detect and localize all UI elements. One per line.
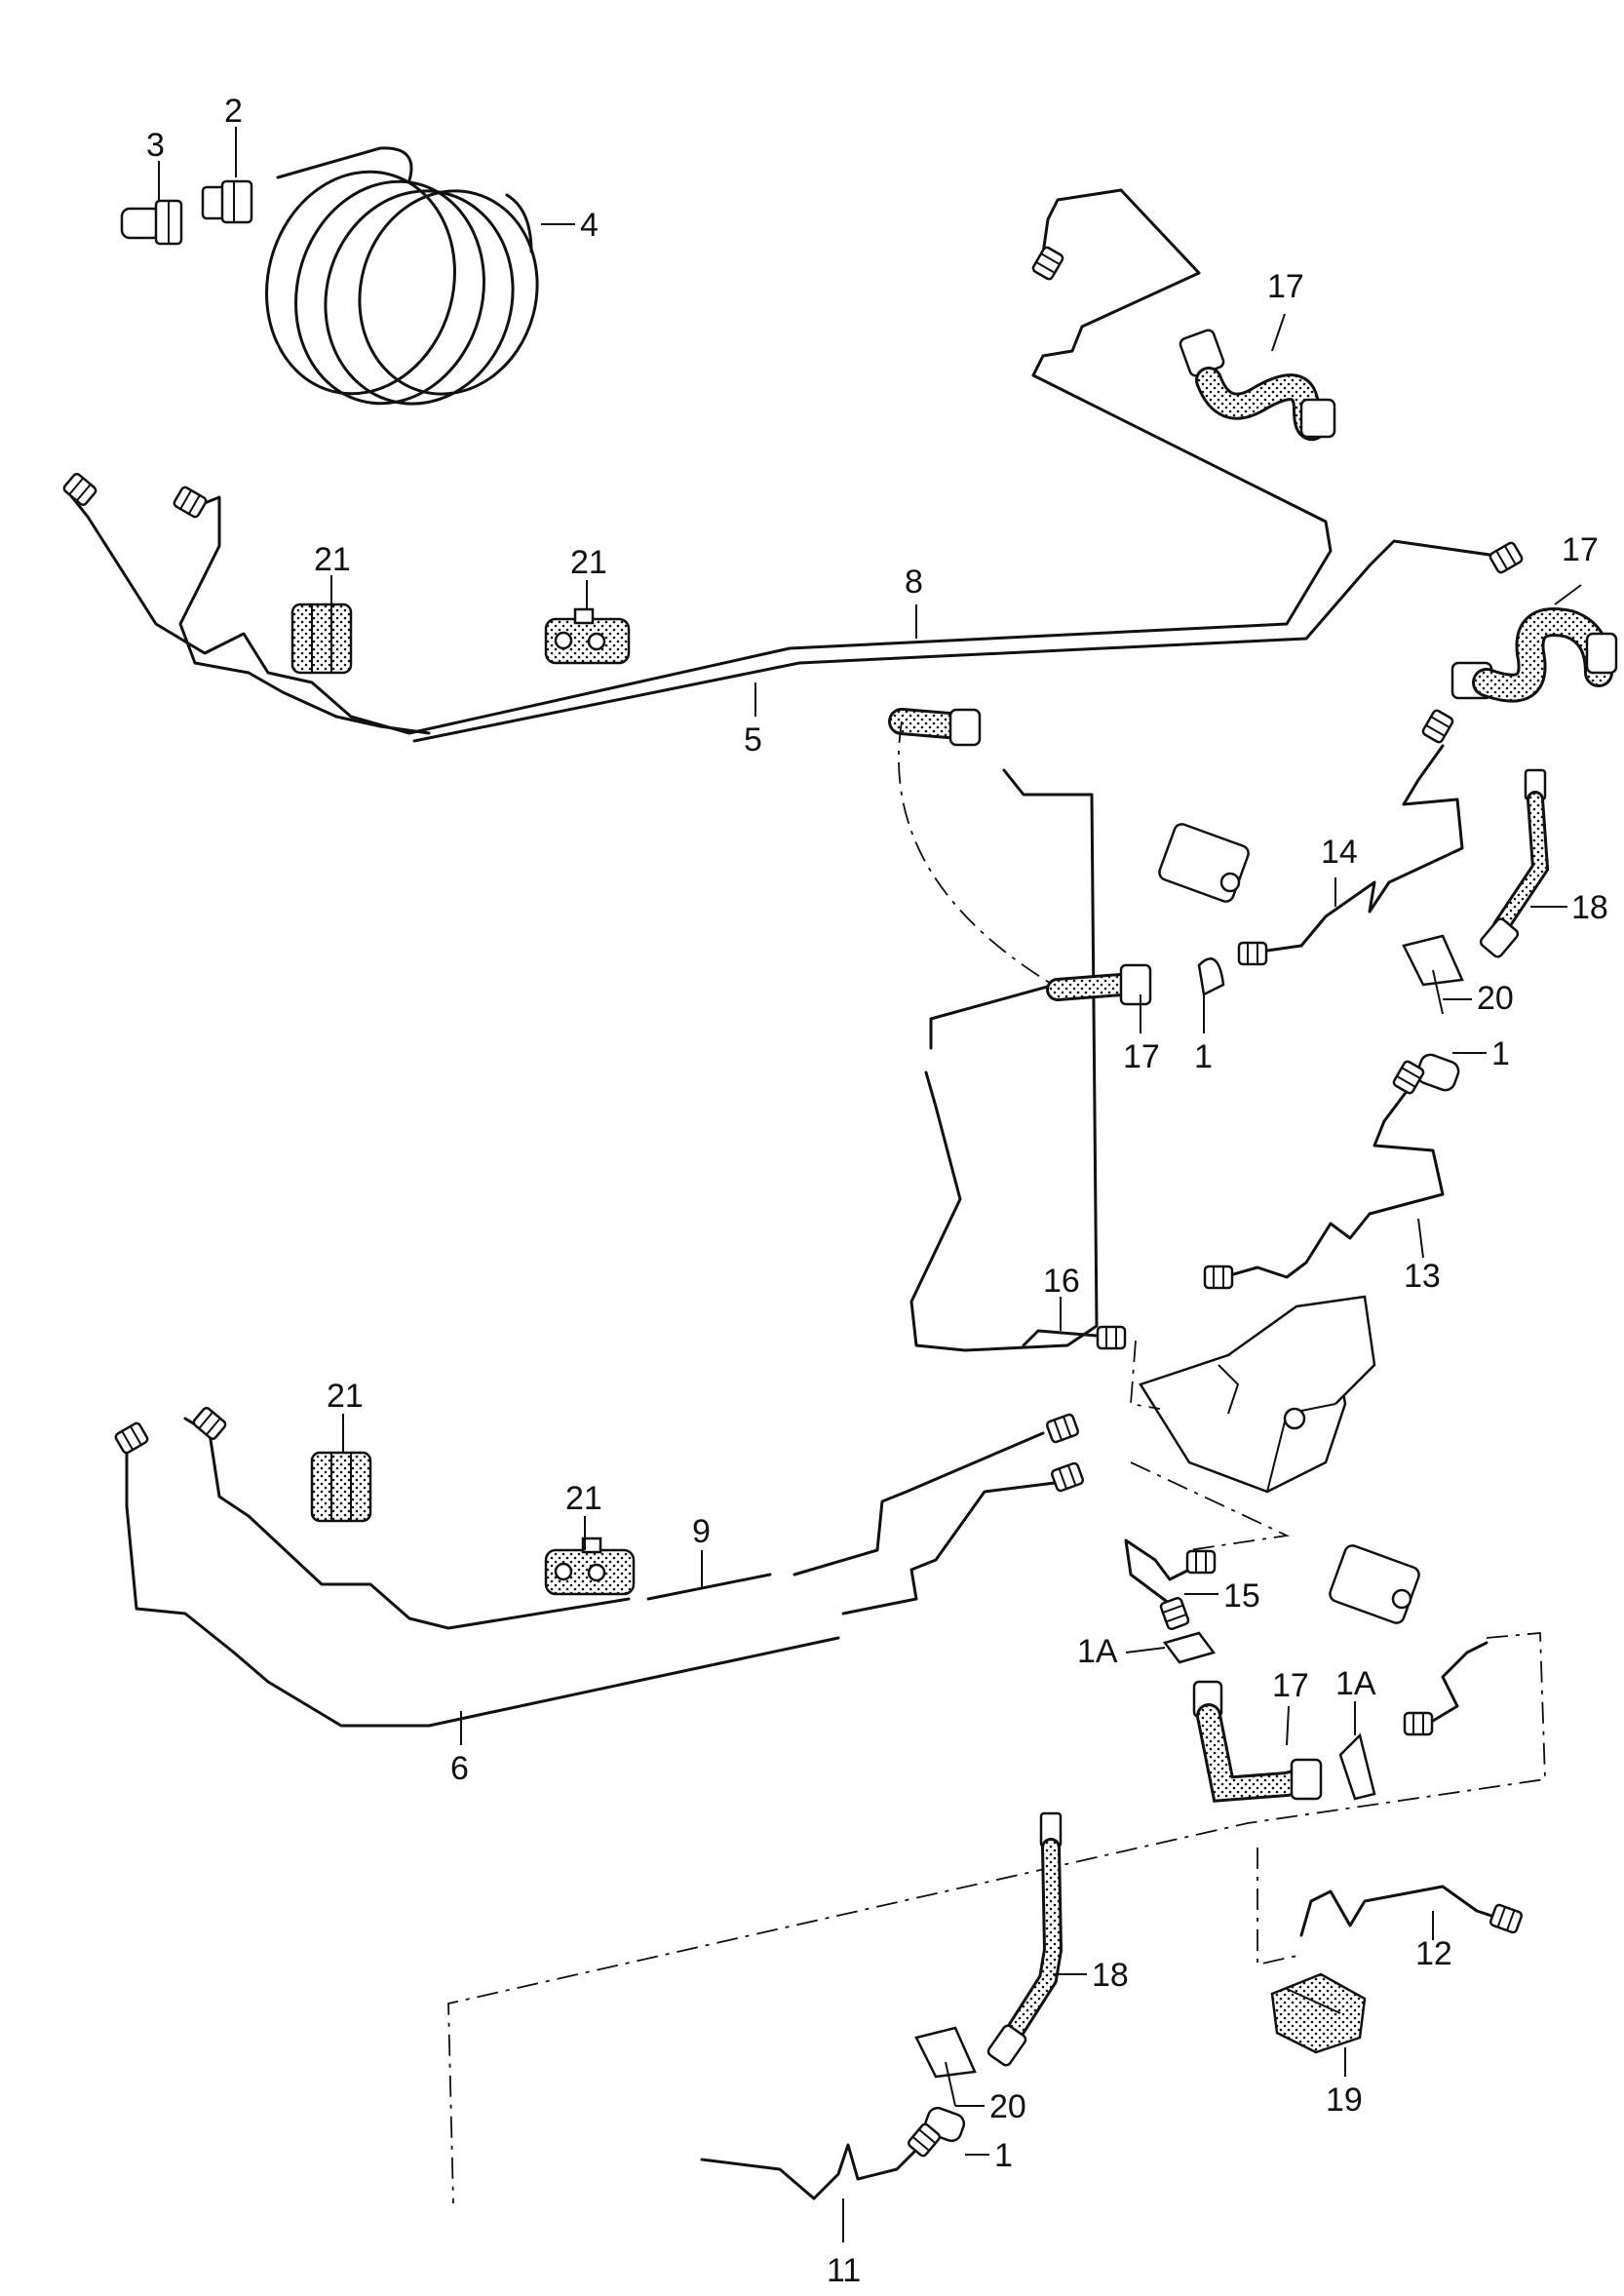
pipe-6-rear-nut (1049, 1460, 1086, 1494)
brake-pipe-8 (66, 188, 1498, 743)
pipe-stub-nut (1403, 1711, 1434, 1736)
pipe-8-rear-nut (1488, 540, 1525, 575)
pipe-clip-19 (1270, 1972, 1367, 2054)
pipe-13-nut (1203, 1265, 1234, 1290)
bracket-clip-20-lower (914, 2026, 977, 2107)
brake-hose-17-middle (888, 708, 1152, 1006)
pipe-9-rear-nut (1044, 1412, 1081, 1445)
pipe-15-nut-b (1158, 1595, 1191, 1632)
retaining-clip-1-a (1197, 957, 1225, 996)
label-part-14: 14 (1321, 834, 1358, 871)
brake-pipe-6 (125, 1446, 1064, 1728)
mounting-plate-upper (1158, 823, 1250, 903)
leader-lines (158, 127, 1582, 2242)
pipe-stub-lower-right (1431, 1641, 1489, 1723)
label-part-17-right: 17 (1562, 531, 1599, 568)
brake-pipe-15 (1124, 1538, 1201, 1606)
union-nut-2 (201, 179, 253, 224)
brake-pipe-16 (1022, 1329, 1099, 1347)
label-part-9: 9 (692, 1513, 711, 1550)
mounting-plate-lower (1329, 1544, 1420, 1624)
pipe-6-front-nut (113, 1420, 150, 1456)
brake-pipe-9 (183, 1417, 1045, 1630)
label-part-11: 11 (827, 2252, 861, 2289)
label-part-19: 19 (1326, 2082, 1363, 2119)
dash-link-12 (1257, 1848, 1302, 1966)
pipe-16-nut (1096, 1325, 1127, 1350)
brake-pipe-13 (1221, 1080, 1445, 1279)
brake-hose-17-right (1450, 607, 1618, 703)
label-part-5: 5 (744, 721, 762, 759)
label-part-13: 13 (1404, 1258, 1441, 1295)
label-part-16: 16 (1043, 1263, 1080, 1300)
label-part-2: 2 (224, 93, 243, 130)
pipe-5-front-nut (172, 485, 209, 520)
label-part-1A-b: 1A (1335, 1665, 1376, 1702)
hose-17-leader-dash (898, 720, 1054, 986)
pipe-14-nut-a (1237, 941, 1268, 966)
label-part-8: 8 (905, 564, 923, 601)
label-part-1-c: 1 (994, 2137, 1013, 2174)
regulator-dash-a (1130, 1340, 1161, 1410)
cap-1-upper (1415, 1053, 1460, 1092)
label-part-21-d: 21 (565, 1480, 602, 1517)
label-part-20-upper: 20 (1477, 980, 1514, 1017)
pipe-14-nut-b (1420, 708, 1455, 745)
label-part-12: 12 (1415, 1935, 1452, 1972)
pipe-clip-21-b (544, 607, 631, 665)
label-part-21-a: 21 (314, 541, 351, 578)
brake-hose-18-lower (986, 1811, 1063, 2067)
brake-pipe-long-vertical (909, 768, 1099, 1352)
pipe-clip-21-a (290, 603, 353, 675)
brake-hose-18-upper (1479, 768, 1550, 958)
label-part-17-lower: 17 (1272, 1667, 1309, 1704)
label-part-18-lower: 18 (1092, 1957, 1129, 1994)
label-part-6: 6 (450, 1750, 469, 1787)
label-part-15: 15 (1223, 1577, 1260, 1615)
pipe-9-front-nut (190, 1405, 229, 1442)
label-part-17-middle: 17 (1123, 1038, 1160, 1075)
label-part-1-b: 1 (1491, 1035, 1510, 1072)
label-part-20-lower: 20 (989, 2088, 1026, 2125)
bracket-clip-20-upper (1402, 934, 1464, 1015)
spring-clip-1A-a (1162, 1631, 1217, 1664)
label-part-17-top: 17 (1267, 268, 1304, 305)
pipe-clip-21-d (544, 1537, 636, 1596)
label-part-4: 4 (580, 207, 599, 244)
adapter-fitting-3 (120, 199, 183, 246)
label-part-1A-a: 1A (1077, 1633, 1118, 1670)
label-part-3: 3 (146, 127, 165, 164)
brake-pipe-5 (178, 495, 431, 735)
pipe-15-nut (1185, 1549, 1217, 1575)
brake-hose-17-lower (1192, 1680, 1323, 1803)
brake-pipe-11 (700, 2143, 918, 2200)
brake-pipe-12 (1299, 1885, 1493, 1937)
pipe-clip-21-c (310, 1451, 372, 1523)
spring-clip-1A-b (1338, 1732, 1376, 1801)
pipe-12-nut (1488, 1902, 1525, 1935)
brake-pipe-14 (1265, 744, 1464, 953)
brake-hose-17-top (1179, 329, 1336, 441)
label-part-21-c: 21 (327, 1378, 364, 1415)
pipe-8-nut (1030, 245, 1065, 282)
label-part-1-a: 1 (1194, 1038, 1213, 1075)
label-part-21-b: 21 (570, 544, 607, 581)
dash-link-lower (447, 1632, 1546, 2204)
label-part-18-upper: 18 (1571, 889, 1608, 926)
pipe-8-front-nut (60, 471, 99, 508)
coiled-brake-pipe-4 (265, 146, 539, 406)
regulator-dash-b (1130, 1461, 1291, 1551)
brake-pressure-regulator (1139, 1295, 1376, 1494)
